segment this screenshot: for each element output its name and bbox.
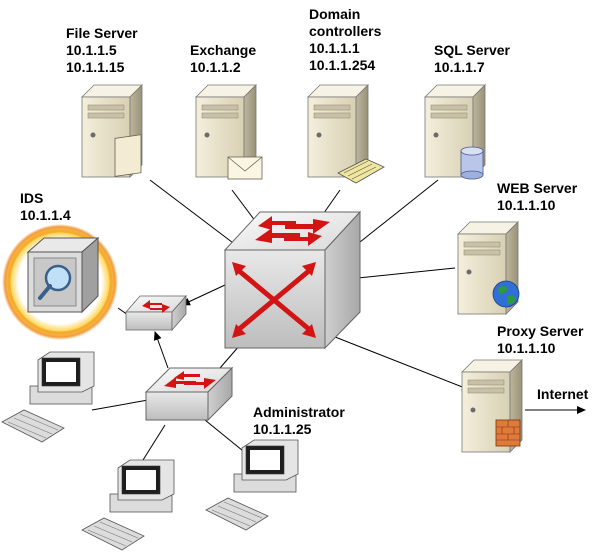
file-server-name: File Server (66, 25, 138, 41)
web-server-icon[interactable] (457, 221, 520, 315)
sql-server-ip: 10.1.1.7 (434, 59, 485, 75)
domain-controllers-ip-2: 10.1.1.254 (309, 57, 376, 73)
sql-server-label: SQL Server 10.1.1.7 (434, 42, 510, 76)
link-core-to-small-switch (181, 284, 226, 306)
domain-controllers-name-line2: controllers (309, 23, 382, 39)
domain-controller-icon[interactable] (307, 84, 385, 184)
exchange-ip: 10.1.1.2 (190, 59, 241, 75)
domain-controllers-ip-1: 10.1.1.1 (309, 40, 360, 56)
domain-controllers-label: Domain controllers 10.1.1.1 10.1.1.254 (309, 6, 381, 74)
proxy-server-icon[interactable] (461, 359, 523, 453)
ids-name: IDS (20, 190, 44, 206)
link-file-server (149, 179, 246, 253)
directory-keyboard-icon (337, 158, 385, 184)
firewall-icon (495, 419, 521, 447)
internet-name: Internet (537, 386, 589, 402)
switch-arrowheads-front (232, 262, 316, 338)
switch-arrows-top (255, 216, 330, 246)
link-admin-switch-to-workstation-left (91, 399, 149, 411)
link-admin-switch-to-small-switch (153, 331, 169, 369)
link-sql-server (349, 179, 439, 251)
ids-switch-icon[interactable] (125, 294, 187, 332)
link-web-server (357, 267, 456, 279)
link-proxy-server (329, 334, 471, 391)
exchange-server-icon[interactable] (195, 84, 263, 180)
exchange-label: Exchange 10.1.1.2 (190, 42, 256, 76)
envelope-icon (227, 156, 263, 180)
ids-ip: 10.1.1.4 (20, 207, 71, 223)
database-icon (460, 146, 484, 180)
magnifier-icon (38, 264, 72, 300)
workstation-icon-left[interactable] (1, 351, 95, 443)
web-server-name: WEB Server (497, 180, 578, 196)
workstation-icon-bottom[interactable] (81, 459, 175, 551)
link-core-to-admin-switch (219, 344, 241, 369)
administrator-label: Administrator 10.1.1.25 (253, 404, 345, 438)
proxy-server-label: Proxy Server 10.1.1.10 (497, 323, 583, 357)
sql-server-name: SQL Server (434, 42, 511, 58)
internet-label: Internet (537, 386, 588, 403)
exchange-name: Exchange (190, 42, 257, 58)
administrator-ip: 10.1.1.25 (253, 421, 312, 437)
ids-label: IDS 10.1.1.4 (20, 190, 71, 224)
keyboard-icon (1, 409, 65, 443)
ids-icon[interactable] (2, 224, 118, 340)
link-admin-switch-to-administrator (204, 419, 249, 456)
proxy-server-name: Proxy Server (497, 323, 584, 339)
file-server-label: File Server 10.1.1.5 10.1.1.15 (66, 25, 138, 76)
web-server-ip: 10.1.1.10 (497, 197, 556, 213)
administrator-workstation-icon[interactable] (205, 439, 299, 531)
sql-server-icon[interactable] (424, 84, 486, 180)
ids-switch-arrows (142, 300, 170, 313)
keyboard-icon (81, 517, 145, 551)
keyboard-icon (205, 497, 269, 531)
file-server-ip-2: 10.1.1.15 (66, 59, 125, 75)
proxy-server-ip: 10.1.1.10 (497, 340, 556, 356)
administrator-name: Administrator (253, 404, 345, 420)
switch-arrows-front (235, 267, 313, 333)
globe-icon (492, 280, 520, 308)
domain-controllers-name-line1: Domain (309, 6, 361, 22)
web-server-label: WEB Server 10.1.1.10 (497, 180, 577, 214)
file-server-ip-1: 10.1.1.5 (66, 42, 117, 58)
admin-switch-icon[interactable] (144, 366, 234, 422)
file-server-icon[interactable] (81, 84, 143, 178)
admin-switch-arrows (164, 371, 216, 389)
core-switch-icon[interactable] (223, 210, 362, 350)
connection-lines (91, 179, 586, 469)
